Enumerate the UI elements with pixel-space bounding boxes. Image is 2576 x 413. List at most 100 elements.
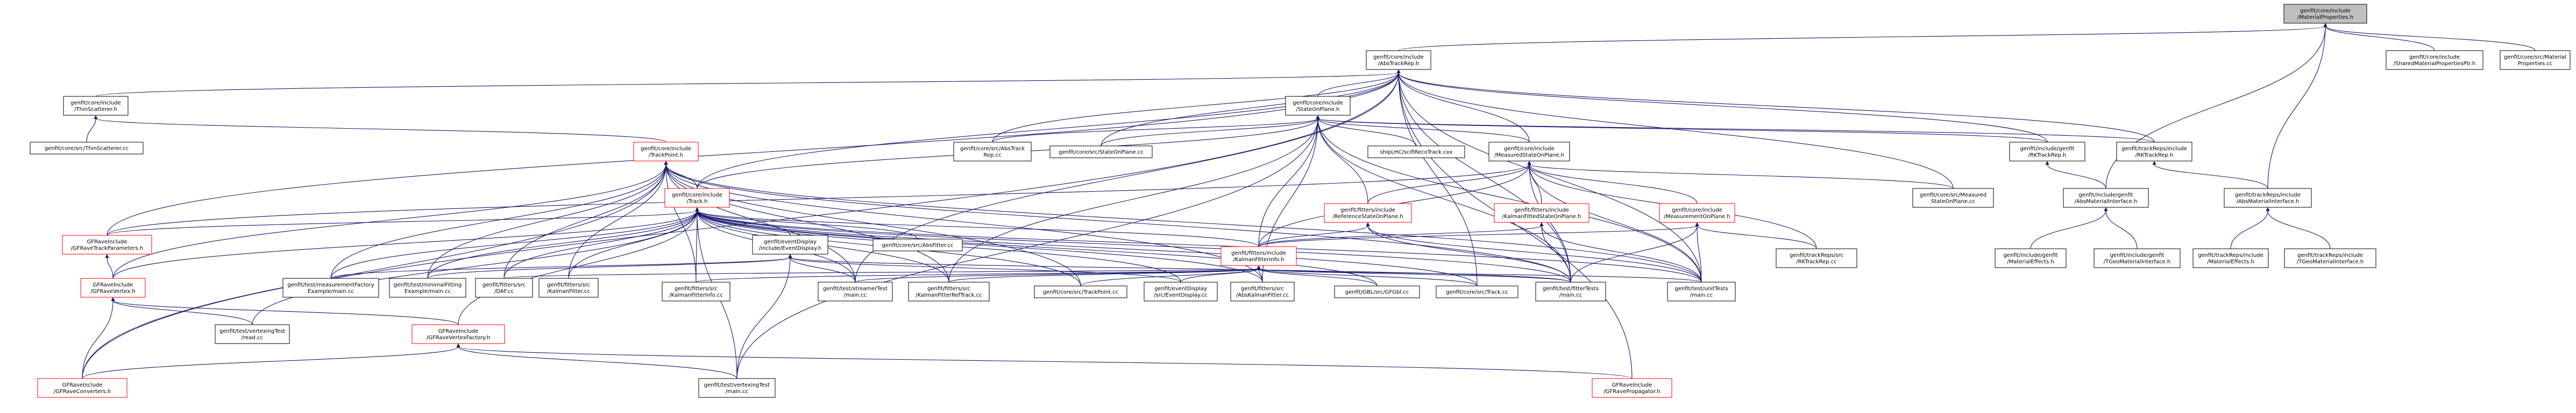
node-label-line: genfit/trackReps/include: [2198, 253, 2263, 258]
dependency-edge: [696, 210, 698, 283]
graph-node-vertexingTestRead[interactable]: genfit/test/vertexingTest/read.cc: [215, 324, 290, 344]
graph-node-matEffects[interactable]: genfit/include/genfit/MaterialEffects.h: [1995, 248, 2067, 268]
dependency-edge: [86, 118, 96, 143]
graph-node-fitterTests[interactable]: genfit/test/fitterTests/main.cc: [1535, 282, 1606, 302]
dependency-edge: [107, 257, 113, 279]
graph-node-trkTgeoMat[interactable]: genfit/trackReps/include/TGeoMaterialInt…: [2284, 248, 2376, 268]
dependency-edge: [1541, 225, 1571, 283]
edge-arrowhead: [788, 254, 792, 258]
graph-node-trackPointH[interactable]: genfit/core/include/TrackPoint.h: [633, 142, 699, 162]
graph-node-dafCc[interactable]: genfit/fitters/src/DAF.cc: [475, 278, 533, 298]
graph-node-trkRepsRk[interactable]: genfit/trackReps/include/RKTrackRep.h: [2116, 142, 2192, 162]
graph-node-gblGfGbl[interactable]: genfit/GBL/src/GFGbl.cc: [1334, 285, 1420, 298]
graph-node-trackPointCc[interactable]: genfit/core/src/TrackPoint.cc: [1034, 285, 1127, 298]
graph-node-tgeoMat1[interactable]: genfit/include/genfit/TGeoMaterialInterf…: [2094, 248, 2181, 268]
graph-node-stateOnPlane[interactable]: genfit/core/include/StateOnPlane.h: [1285, 96, 1351, 116]
graph-node-sharedMat[interactable]: genfit/core/include/SharedMaterialProper…: [2386, 50, 2483, 70]
node-box: [1034, 285, 1127, 298]
dependency-edge: [2154, 164, 2268, 189]
node-label-line: genfit/test/vertexingTest: [704, 382, 770, 388]
graph-node-trkMatEffects[interactable]: genfit/trackReps/include/MaterialEffects…: [2192, 248, 2269, 268]
node-label-line: Example/main.cc: [308, 289, 354, 295]
node-label-line: genfit/core/src/TrackPoint.cc: [1043, 290, 1119, 296]
dependency-edge: [252, 210, 698, 325]
dependency-edge: [1258, 225, 1368, 247]
node-label-line: genfit/core/src/StateOnPlane.cc: [1059, 150, 1144, 156]
dependency-edge: [330, 164, 666, 279]
node-label-line: /RKTrackRep.cc: [1796, 259, 1836, 265]
node-box: [63, 96, 129, 116]
graph-node-stateOnPlaneCc[interactable]: genfit/core/src/StateOnPlane.cc: [1049, 145, 1153, 158]
node-label-line: /GFRaveVertexFactory.h: [427, 335, 491, 341]
graph-node-gfraveVtxFactory[interactable]: GFRaveInclude/GFRaveVertexFactory.h: [411, 324, 505, 344]
graph-node-minimalFitEx[interactable]: genfit/test/minimalFittingExample/main.c…: [389, 278, 466, 298]
graph-node-gfraveTrackPar[interactable]: GFRaveInclude/GFRaveTrackParameters.h: [62, 235, 152, 255]
dependency-edge: [665, 164, 1081, 286]
node-label-line: /AbsMaterialInterface.h: [2237, 199, 2300, 205]
graph-node-gfravePropagator[interactable]: GFRaveInclude/GFRavePropagator.h: [1592, 378, 1672, 398]
node-label-line: /main.cc: [1690, 292, 1713, 298]
dependency-edge: [1541, 225, 1702, 283]
node-box: [662, 282, 730, 302]
graph-node-absKalmanCc[interactable]: genfit/fitters/src/AbsKalmanFitter.cc: [1230, 282, 1295, 302]
graph-node-streamerTest[interactable]: genfit/test/streamerTest/main.cc: [818, 282, 893, 302]
graph-node-gfraveVertexH[interactable]: GFRaveInclude/GFRaveVertex.h: [80, 278, 146, 298]
graph-node-measOnPlaneH[interactable]: genfit/core/include/MeasurementOnPlane.h: [1659, 203, 1735, 223]
graph-node-kalFitterInfoH[interactable]: genfit/fitters/include/KalmanFitterInfo.…: [1220, 246, 1297, 266]
node-box: [475, 278, 533, 298]
node-label-line: /KalmanFitterRefTrack.cc: [916, 292, 982, 298]
graph-node-absFitterCc[interactable]: genfit/core/src/AbsFitter.cc: [872, 239, 963, 251]
graph-node-absMatIfH[interactable]: genfit/include/genfit/AbsMaterialInterfa…: [2063, 188, 2149, 208]
graph-node-measStateCc[interactable]: genfit/core/src/MeasuredStateOnPlane.cc: [1912, 188, 1994, 208]
graph-node-thinScatH[interactable]: genfit/core/include/ThinScatterer.h: [63, 96, 129, 116]
dependency-edge: [697, 72, 1399, 189]
node-label-line: /MaterialEffects.h: [2207, 259, 2254, 265]
node-box: [1667, 282, 1736, 302]
graph-node-kalFitterRefCc[interactable]: genfit/fitters/src/KalmanFitterRefTrack.…: [908, 282, 990, 302]
node-box: [1367, 145, 1465, 158]
graph-node-absTrackRep[interactable]: genfit/core/include/AbsTrackRep.h: [1366, 50, 1431, 70]
graph-node-shipLHC[interactable]: shipLHC/scifiRecoTrack.cxx: [1367, 145, 1465, 158]
dependency-edge: [696, 268, 1259, 283]
dependency-edge: [568, 164, 666, 279]
graph-node-absTrackRepCc[interactable]: genfit/core/src/AbsTrackRep.cc: [953, 142, 1032, 162]
node-box: [1144, 282, 1218, 302]
node-label-line: genfit/fitters/src: [675, 286, 718, 292]
dependency-edge: [1529, 164, 1698, 204]
node-box: [2284, 248, 2376, 268]
graph-node-eventDisplayH[interactable]: genfit/eventDisplay/include/EventDisplay…: [752, 235, 828, 255]
graph-node-rkTrackRepH[interactable]: genfit/include/genfit/RKTrackRep.h: [2009, 142, 2085, 162]
dependency-edge: [1367, 164, 1530, 204]
graph-node-kalFitterInfoCc[interactable]: genfit/fitters/src/KalmanFitterInfo.cc: [662, 282, 730, 302]
graph-node-thinScatCc[interactable]: genfit/core/src/ThinScatterer.cc: [30, 142, 144, 155]
graph-node-vertexingTestMain[interactable]: genfit/test/vertexingTest/main.cc: [698, 378, 776, 398]
node-box: [818, 282, 893, 302]
dependency-edge: [1258, 118, 1318, 247]
graph-node-measStateH[interactable]: genfit/core/include/MeasuredStateOnPlane…: [1488, 142, 1570, 162]
graph-node-trackCc[interactable]: genfit/core/src/Track.cc: [1436, 285, 1518, 298]
graph-node-rkTrackRepCc[interactable]: genfit/trackReps/src/RKTrackRep.cc: [1776, 248, 1857, 268]
graph-node-trkRepsAbsMat[interactable]: genfit/trackReps/include/AbsMaterialInte…: [2224, 188, 2312, 208]
dependency-edge: [427, 164, 666, 279]
dependency-edge: [1697, 225, 1702, 283]
dependency-edge: [2030, 210, 2106, 249]
node-label-line: genfit/include/genfit: [2003, 253, 2057, 258]
graph-node-kalFitterCc[interactable]: genfit/fitters/src/KalmanFitter.cc: [538, 278, 599, 298]
dependency-edge: [790, 257, 1181, 283]
graph-node-gfraveConverters[interactable]: GFRaveInclude/GFRaveConverters.h: [37, 378, 127, 398]
dependency-edge: [992, 72, 1399, 143]
graph-node-unitTests[interactable]: genfit/test/unitTests/main.cc: [1667, 282, 1736, 302]
graph-node-kalFittedH[interactable]: genfit/fitters/include/KalmanFittedState…: [1494, 203, 1589, 223]
node-box: [1592, 378, 1672, 398]
graph-node-refStateH[interactable]: genfit/fitters/include/ReferenceStateOnP…: [1324, 203, 1412, 223]
graph-node-measFactoryEx[interactable]: genfit/test/measurementFactoryExample/ma…: [282, 278, 379, 298]
dependency-edge: [1258, 268, 1378, 286]
node-label-line: GFRaveInclude: [438, 328, 479, 334]
node-label-line: /GFRavePropagator.h: [1603, 389, 1660, 395]
node-label-line: genfit/core/src/AbsFitter.cc: [882, 243, 954, 249]
graph-node-matPropCc[interactable]: genfit/core/src/MaterialProperties.cc: [2500, 50, 2571, 70]
node-label-line: /ThinScatterer.h: [74, 107, 117, 113]
graph-node-trackH[interactable]: genfit/core/include/Track.h: [664, 188, 730, 208]
graph-node-eventDisplayCc[interactable]: genfit/eventDisplay/src/EventDisplay.cc: [1144, 282, 1218, 302]
dependency-edge: [1180, 268, 1259, 283]
